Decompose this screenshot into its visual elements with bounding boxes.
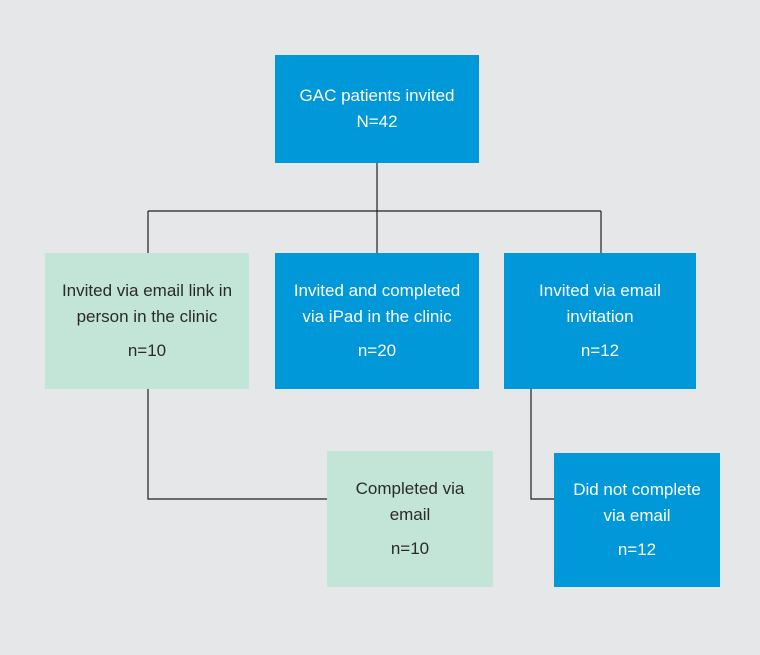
- node-label-line2: email: [389, 505, 431, 524]
- node-count: n=12: [617, 540, 657, 559]
- node-label: GAC patients invited: [299, 86, 455, 105]
- node-completed-via-email: Completed via email n=10: [327, 451, 493, 587]
- node-invited-email-invitation: Invited via email invitation n=12: [504, 253, 696, 389]
- node-did-not-complete: Did not complete via email n=12: [554, 453, 720, 587]
- node-count: n=12: [580, 341, 620, 360]
- connector-to-completed-email: [147, 389, 327, 500]
- node-count: n=10: [390, 539, 430, 558]
- node-label-line1: Invited via email link in: [61, 281, 233, 300]
- node-label-line1: Invited via email: [539, 281, 661, 300]
- node-count: n=20: [357, 341, 397, 360]
- node-label-line1: Did not complete: [573, 480, 701, 499]
- node-label-line1: Invited and completed: [293, 281, 461, 300]
- node-invited-ipad: Invited and completed via iPad in the cl…: [275, 253, 479, 389]
- node-label-line2: via email: [603, 506, 671, 525]
- node-label-line2: invitation: [566, 307, 634, 326]
- node-label-line2: person in the clinic: [76, 307, 218, 326]
- connector-to-not-complete: [530, 389, 554, 500]
- node-gac-patients-invited: GAC patients invited N=42: [275, 55, 479, 163]
- node-label-line2: via iPad in the clinic: [302, 307, 452, 326]
- node-count: n=10: [127, 341, 167, 360]
- node-count: N=42: [356, 112, 398, 131]
- node-invited-email-link: Invited via email link in person in the …: [45, 253, 249, 389]
- node-label-line1: Completed via: [355, 479, 465, 498]
